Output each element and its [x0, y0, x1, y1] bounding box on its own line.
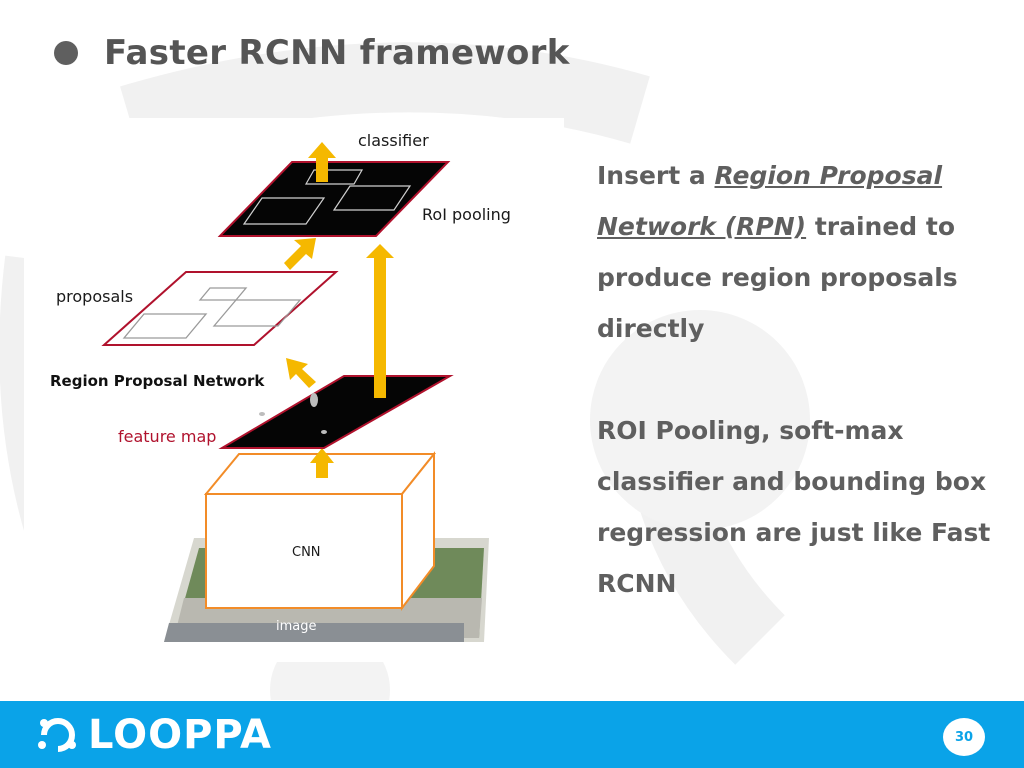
- proposals-plane: [101, 271, 339, 346]
- label-feature-map: feature map: [118, 427, 216, 446]
- roi-pooling-plane: [217, 161, 451, 237]
- arrow-to-classifier: [308, 142, 336, 182]
- body-text: Insert a Region Proposal Network (RPN) t…: [597, 150, 997, 609]
- label-proposals: proposals: [56, 287, 133, 306]
- rpn-link[interactable]: Region Proposal Network (RPN): [597, 161, 943, 241]
- arrow-proposals-to-roi: [284, 238, 316, 270]
- label-image: image: [276, 619, 317, 634]
- label-classifier: classifier: [358, 131, 429, 150]
- proposal-boxes: [122, 287, 302, 339]
- feature-map-activations: [259, 393, 327, 434]
- arrow-feature-to-roi: [366, 244, 394, 398]
- paragraph-rpn-pre: Insert a: [597, 161, 715, 190]
- slide-title: Faster RCNN framework: [104, 33, 570, 73]
- looppa-logo-icon: [38, 717, 76, 752]
- paragraph-rpn-post: trained to produce region proposals dire…: [597, 212, 958, 343]
- logo-text: LOOPPA: [88, 711, 272, 758]
- label-rpn: Region Proposal Network: [50, 372, 265, 390]
- label-cnn: CNN: [292, 545, 321, 560]
- diagram-svg: classifier RoI pooling proposals Region …: [50, 131, 511, 642]
- paragraph-rpn: Insert a Region Proposal Network (RPN) t…: [597, 150, 997, 354]
- faster-rcnn-diagram: classifier RoI pooling proposals Region …: [24, 118, 564, 662]
- footer-logo: LOOPPA: [34, 711, 272, 758]
- paragraph-roi: ROI Pooling, soft-max classifier and bou…: [597, 416, 991, 598]
- label-roi-pooling: RoI pooling: [422, 205, 511, 224]
- page-number-badge: 30: [943, 718, 985, 756]
- arrow-cnn-to-feature: [310, 448, 334, 478]
- roi-boxes: [242, 169, 412, 225]
- slide-title-row: Faster RCNN framework: [54, 28, 570, 78]
- feature-map-plane: [218, 375, 454, 449]
- bullet-icon: [54, 41, 78, 65]
- footer-bar: [0, 701, 1024, 768]
- arrow-feature-to-proposals: [286, 358, 316, 388]
